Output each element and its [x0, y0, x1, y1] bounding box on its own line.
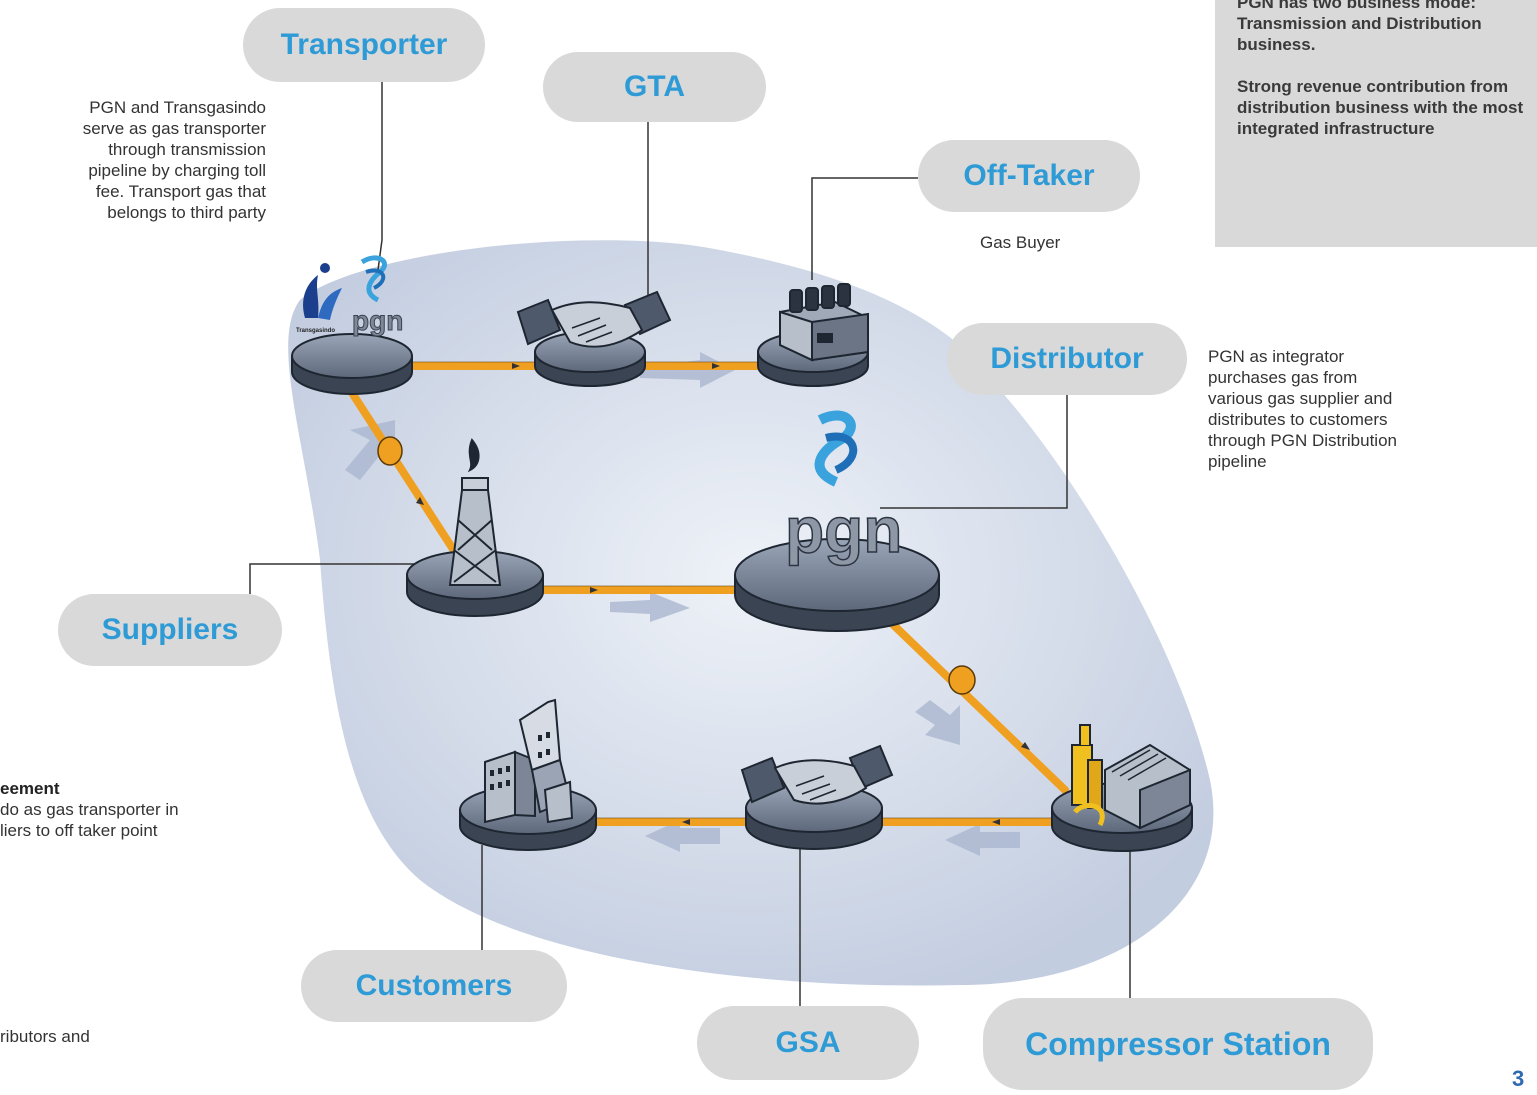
text-line: through transmission	[108, 140, 266, 159]
building-icon-offtaker	[779, 283, 869, 362]
pipe-couplings	[377, 436, 976, 695]
text-line: various gas supplier and	[1208, 389, 1393, 408]
text-line: pipeline	[1208, 452, 1267, 471]
offtaker-label: Off-Taker	[918, 140, 1140, 212]
offtaker-description: Gas Buyer	[980, 233, 1061, 252]
compressor-icon	[1071, 724, 1191, 830]
pipe-direction-marks	[416, 363, 1030, 825]
gta-partial-title: eement	[0, 779, 60, 798]
text-line: serve as gas transporter	[82, 119, 266, 138]
platform-distributor	[734, 538, 940, 632]
text-line: liers to off taker point	[0, 821, 158, 840]
pgn-small-logo-text: pgn	[352, 305, 403, 336]
compressor-station-label: Compressor Station	[983, 998, 1373, 1090]
transporter-label: Transporter	[243, 8, 485, 82]
distributor-label: Distributor	[947, 323, 1187, 395]
text-line: through PGN Distribution	[1208, 431, 1397, 450]
text-line: do as gas transporter in	[0, 800, 179, 819]
platform-transporter	[291, 333, 413, 395]
text-line: belongs to third party	[107, 203, 266, 222]
text-line: distributes to customers	[1208, 410, 1388, 429]
handshake-icon-gta	[516, 290, 672, 348]
info-para-1: PGN has two business mode: Transmission …	[1237, 0, 1482, 54]
customers-label: Customers	[301, 950, 567, 1022]
gsa-label: GSA	[697, 1006, 919, 1080]
pgn-logo-text: pgn	[785, 494, 902, 566]
page-number: 3	[1512, 1066, 1525, 1091]
gas-rig-icon	[448, 438, 502, 586]
pgn-logo: pgn	[784, 410, 903, 567]
text-line: PGN as integrator	[1208, 347, 1345, 366]
city-buildings-icon	[484, 698, 574, 824]
pipelines	[341, 362, 1069, 826]
transgasindo-logo: Transgasindo	[296, 263, 342, 334]
gsa-description-partial: ributors and	[0, 1027, 90, 1046]
transgasindo-logo-text: Transgasindo	[296, 328, 335, 334]
text-line: fee. Transport gas that	[95, 182, 266, 201]
suppliers-label: Suppliers	[58, 594, 282, 666]
gta-description-partial: eement do as gas transporter in liers to…	[0, 778, 260, 841]
info-para-2: Strong revenue contribution from distrib…	[1237, 77, 1524, 138]
gta-label: GTA	[543, 52, 766, 122]
text-line: pipeline by charging toll	[88, 161, 266, 180]
text-line: PGN and Transgasindo	[89, 98, 266, 117]
transporter-description: PGN and Transgasindo serve as gas transp…	[60, 97, 266, 223]
distributor-description: PGN as integrator purchases gas from var…	[1208, 346, 1458, 472]
handshake-icon-gsa	[740, 744, 894, 805]
info-box: PGN has two business mode: Transmission …	[1215, 0, 1537, 247]
pgn-small-logo: pgn	[352, 255, 404, 337]
text-line: purchases gas from	[1208, 368, 1358, 387]
